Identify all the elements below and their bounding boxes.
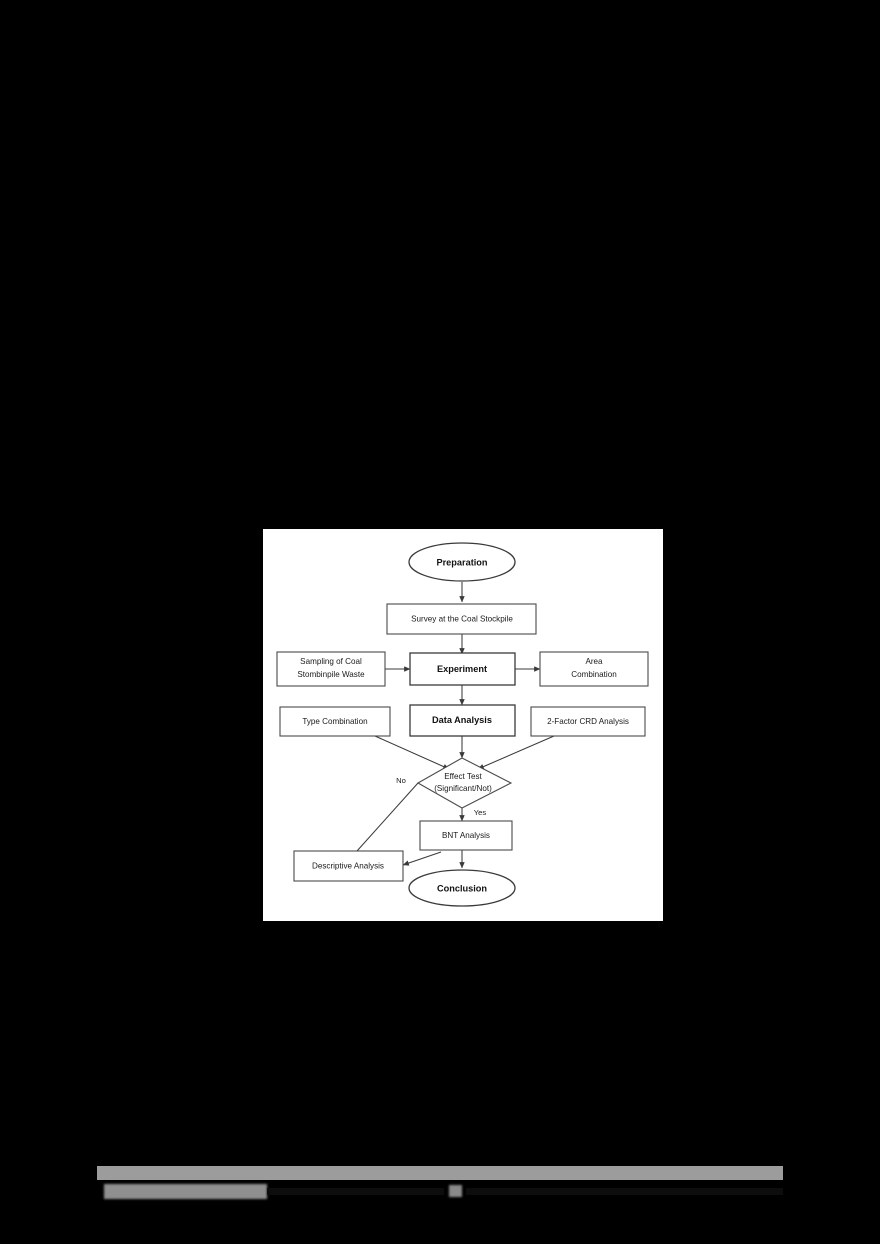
flowchart-canvas: Preparation Survey at the Coal Stockpile… <box>276 542 649 907</box>
footer-page-number <box>449 1185 462 1197</box>
node-experiment: Experiment <box>409 652 516 686</box>
connector-bnt-analysis-to-descriptive-analysis <box>402 851 442 866</box>
node-effect-test: Effect Test (Significant/Not) <box>416 757 513 809</box>
node-experiment-label: Experiment <box>437 664 487 674</box>
node-data-analysis-label: Data Analysis <box>432 715 492 725</box>
node-descriptive-analysis-label: Descriptive Analysis <box>312 862 384 871</box>
node-area-combination-label-line2: Combination <box>571 670 616 679</box>
edge-label-yes: Yes <box>474 808 487 817</box>
node-bnt-analysis: BNT Analysis <box>419 820 513 851</box>
node-sampling-label-line1: Sampling of Coal <box>300 657 362 666</box>
footer-redacted-text <box>104 1184 267 1199</box>
footer-rule-right <box>466 1188 783 1195</box>
connector-effect-test-to-descriptive-analysis <box>356 782 419 852</box>
node-conclusion-label: Conclusion <box>437 883 487 893</box>
node-sampling-label-line2: Stombinpile Waste <box>297 670 365 679</box>
node-effect-test-label-line1: Effect Test <box>444 772 482 781</box>
node-type-combination: Type Combination <box>279 706 391 737</box>
node-crd-analysis: 2-Factor CRD Analysis <box>530 706 646 737</box>
connector-type-combination-to-effect-test <box>374 735 450 770</box>
node-preparation-label: Preparation <box>436 557 487 567</box>
node-sampling: Sampling of Coal Stombinpile Waste <box>276 651 386 687</box>
node-area-combination: Area Combination <box>539 651 649 687</box>
node-conclusion: Conclusion <box>408 869 516 907</box>
node-survey: Survey at the Coal Stockpile <box>386 603 537 635</box>
edge-label-no: No <box>396 776 406 785</box>
node-bnt-analysis-label: BNT Analysis <box>442 831 490 840</box>
flowchart-figure-panel: Preparation Survey at the Coal Stockpile… <box>263 529 663 921</box>
node-effect-test-label-line2: (Significant/Not) <box>434 784 492 793</box>
node-type-combination-label: Type Combination <box>302 717 367 726</box>
node-preparation: Preparation <box>408 542 516 582</box>
node-area-combination-label-line1: Area <box>585 657 603 666</box>
footer-band <box>97 1166 783 1180</box>
node-crd-analysis-label: 2-Factor CRD Analysis <box>547 717 629 726</box>
footer-rule-left <box>267 1188 444 1195</box>
node-data-analysis: Data Analysis <box>409 704 516 737</box>
connector-crd-analysis-to-effect-test <box>477 735 555 770</box>
node-descriptive-analysis: Descriptive Analysis <box>293 850 404 882</box>
node-survey-label: Survey at the Coal Stockpile <box>411 615 513 624</box>
